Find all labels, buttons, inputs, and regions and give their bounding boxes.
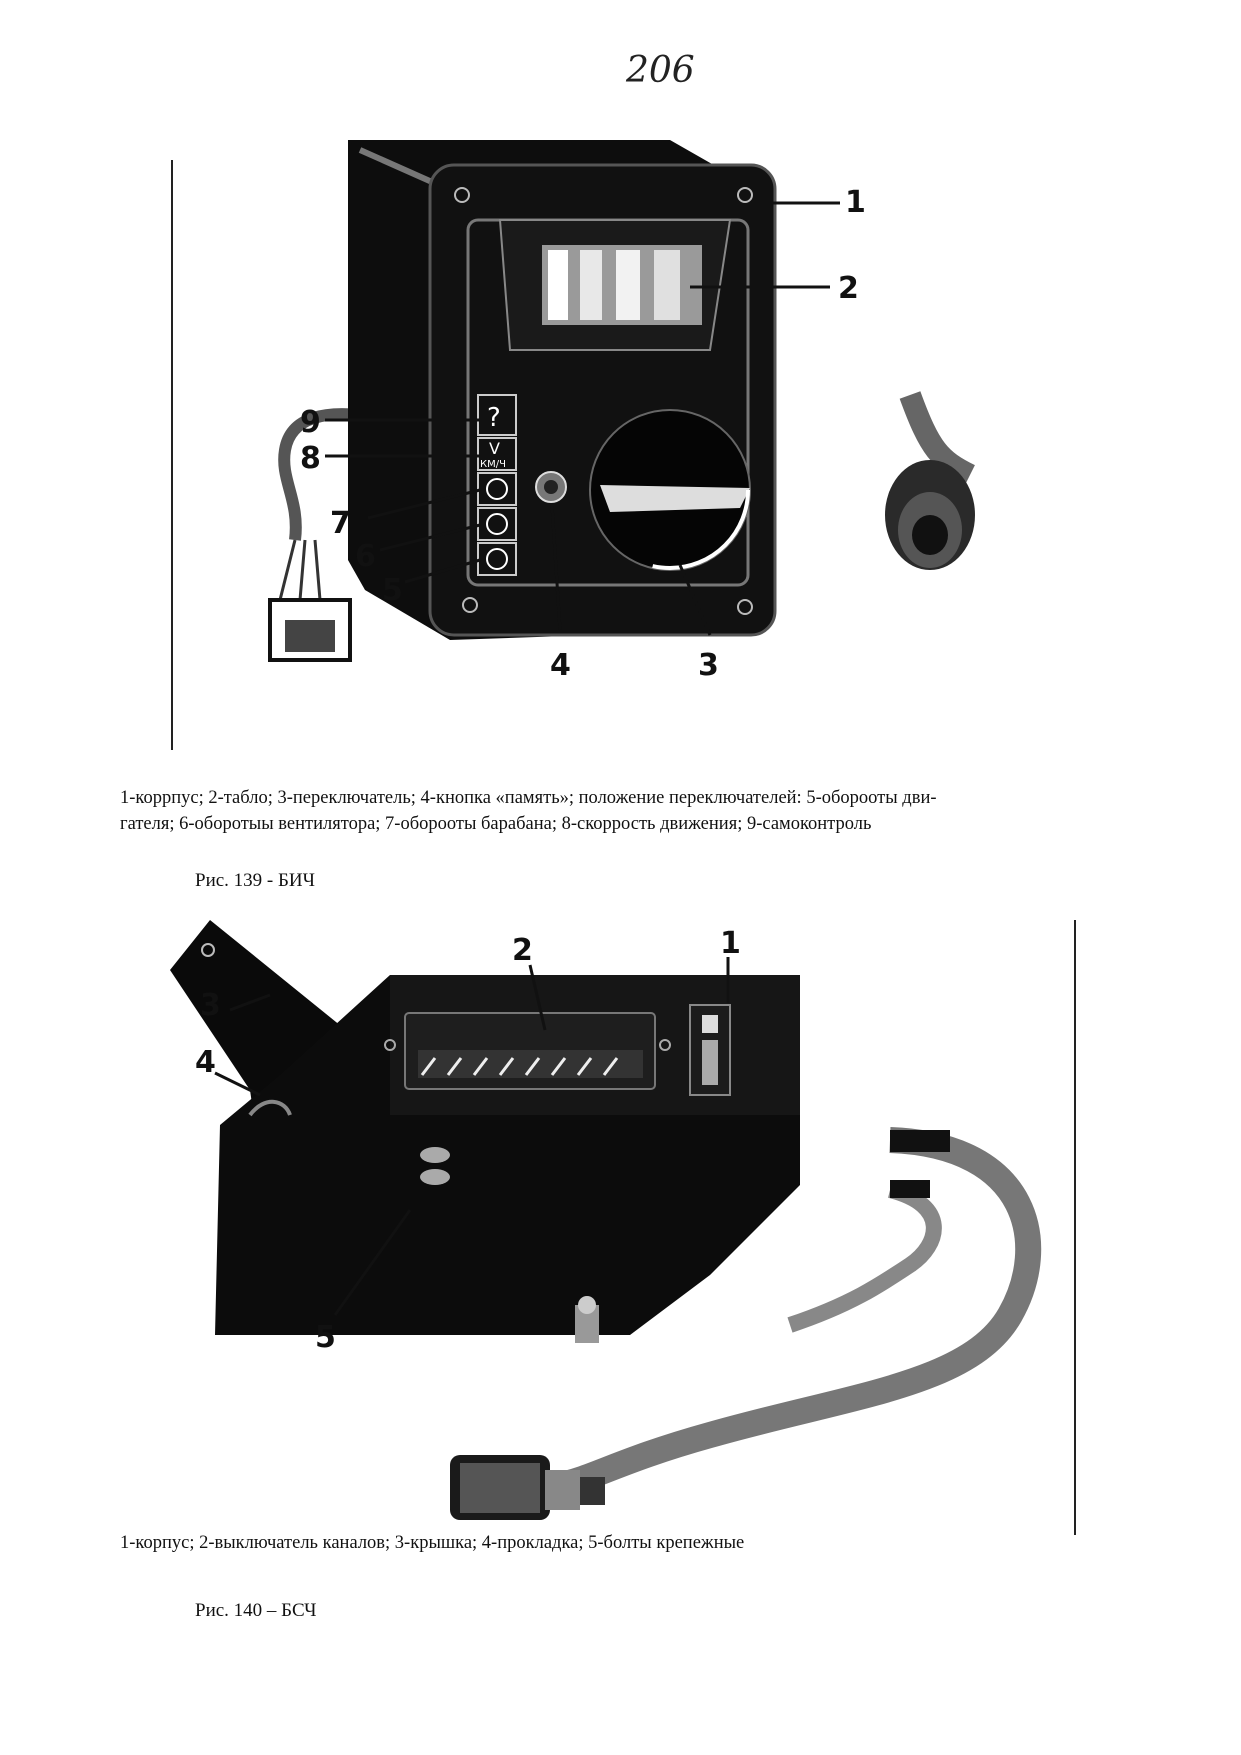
engine-icon [486, 548, 508, 570]
cover-hole [201, 943, 215, 957]
figure-140-title: Рис. 140 – БСЧ [195, 1600, 317, 1621]
self-check-symbol: ? [487, 403, 501, 433]
callout-9: 9 [300, 405, 321, 440]
screw-bottom-right [737, 599, 753, 615]
screw-top-right [737, 187, 753, 203]
callout-1: 1 [720, 926, 741, 961]
figure-139-bich-unit: ? V КМ/Ч 1 2 3 4 5 6 7 8 9 [171, 140, 975, 750]
callout-1: 1 [845, 185, 866, 220]
connector-bottom-round [450, 1455, 605, 1520]
page-number: 206 [626, 50, 695, 91]
connector-right-round [885, 460, 975, 570]
figure-139-caption: 1-коррпус; 2-табло; 3-переключатель; 4-к… [120, 785, 1165, 837]
callout-2: 2 [838, 271, 859, 306]
bolts-fastening [420, 1147, 599, 1343]
screw-top-left [454, 187, 470, 203]
screw-mid [659, 1039, 671, 1051]
figure-140-bsch-unit: 1 2 3 4 5 [170, 920, 1076, 1535]
wire-bundle [278, 539, 322, 601]
callout-7: 7 [330, 506, 351, 541]
cable-secondary [787, 1182, 942, 1333]
display-tablo [498, 219, 732, 351]
cable-left [278, 408, 392, 541]
position-symbols: ? V КМ/Ч [477, 394, 517, 576]
screw-bottom-left [462, 597, 478, 613]
callout-4: 4 [195, 1045, 216, 1080]
speed-symbol: V [489, 439, 500, 458]
screw-top [384, 1039, 396, 1051]
callout-5: 5 [315, 1320, 336, 1355]
callout-8: 8 [300, 441, 321, 476]
callout-5: 5 [382, 573, 403, 608]
drum-icon [486, 478, 508, 500]
speed-unit-label: КМ/Ч [480, 459, 506, 470]
cable-gland-1 [890, 1130, 950, 1152]
gasket-edge [248, 1099, 292, 1117]
cable-main [557, 1127, 1042, 1498]
figure-139-caption-line-2: гателя; 6-оборотыы вентилятора; 7-обороо… [120, 814, 872, 834]
callout-4: 4 [550, 648, 571, 683]
callout-leaders [325, 201, 840, 636]
callout-6: 6 [355, 539, 376, 574]
callout-3: 3 [200, 988, 221, 1023]
channel-switch-bank [404, 1012, 656, 1090]
memory-button [535, 471, 567, 503]
connector-left-plug [268, 598, 352, 662]
side-indicator [689, 1004, 731, 1096]
callout-3: 3 [698, 648, 719, 683]
cable-gland-2 [890, 1180, 930, 1198]
cable-right [899, 391, 975, 485]
fan-icon [486, 513, 508, 535]
callout-leaders-140 [214, 957, 730, 1316]
callout-2: 2 [512, 933, 533, 968]
figure-140-caption: 1-корпус; 2-выключатель каналов; 3-крышк… [120, 1533, 745, 1553]
channel-toggle-set [420, 1057, 619, 1076]
figure-139-title: Рис. 139 - БИЧ [195, 870, 315, 891]
figure-139-caption-line-1: 1-коррпус; 2-табло; 3-переключатель; 4-к… [120, 788, 937, 808]
selector-switch [589, 409, 751, 571]
